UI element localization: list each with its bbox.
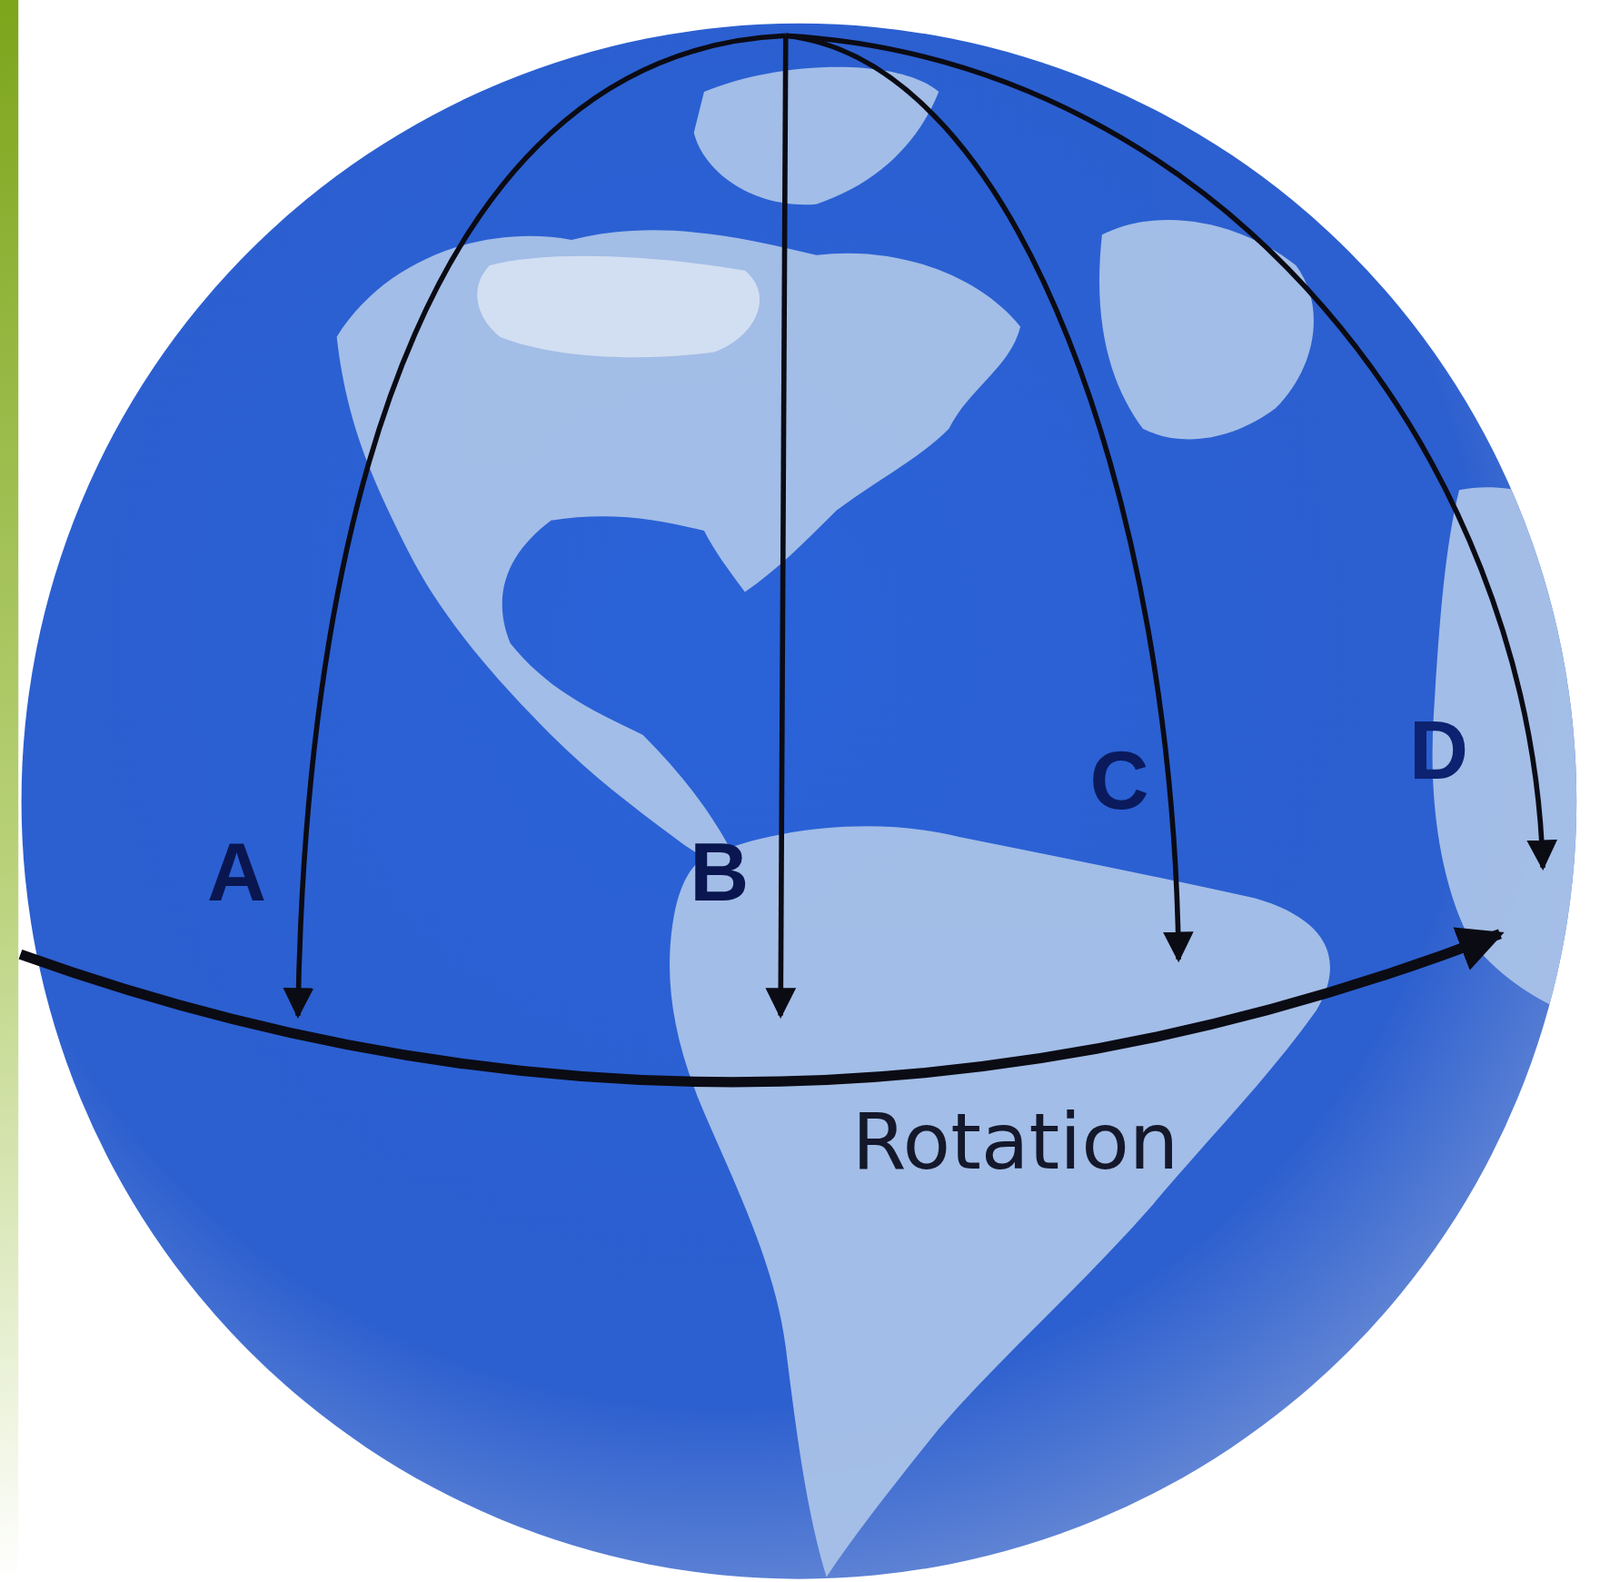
arrows xyxy=(19,35,1543,1083)
rotation-label-wrap: Rotation xyxy=(852,1102,1180,1181)
south-america xyxy=(669,825,1331,1577)
arrow-letter-wrap: B xyxy=(689,831,749,914)
arrow-b xyxy=(780,35,786,1015)
arrow-letter: D xyxy=(1409,709,1469,792)
north-america xyxy=(337,229,1021,861)
europe xyxy=(1099,219,1314,439)
arrow-letter-wrap: D xyxy=(1409,709,1469,792)
arrow-letter: C xyxy=(1090,739,1150,822)
arrow-c xyxy=(785,35,1179,960)
arrow-letter: A xyxy=(207,831,267,914)
rotation-arrow xyxy=(19,934,1500,1083)
arrow-letter-wrap: C xyxy=(1090,739,1150,822)
arrow-letter: B xyxy=(689,831,749,914)
arrow-a xyxy=(298,35,786,1015)
continents xyxy=(337,67,1592,1578)
globe xyxy=(21,23,1578,1580)
snow-region xyxy=(477,256,760,358)
side-bar xyxy=(0,0,19,1582)
arrow-letter-wrap: A xyxy=(207,831,267,914)
rotation-label: Rotation xyxy=(852,1102,1180,1181)
arrow-d xyxy=(785,35,1543,867)
